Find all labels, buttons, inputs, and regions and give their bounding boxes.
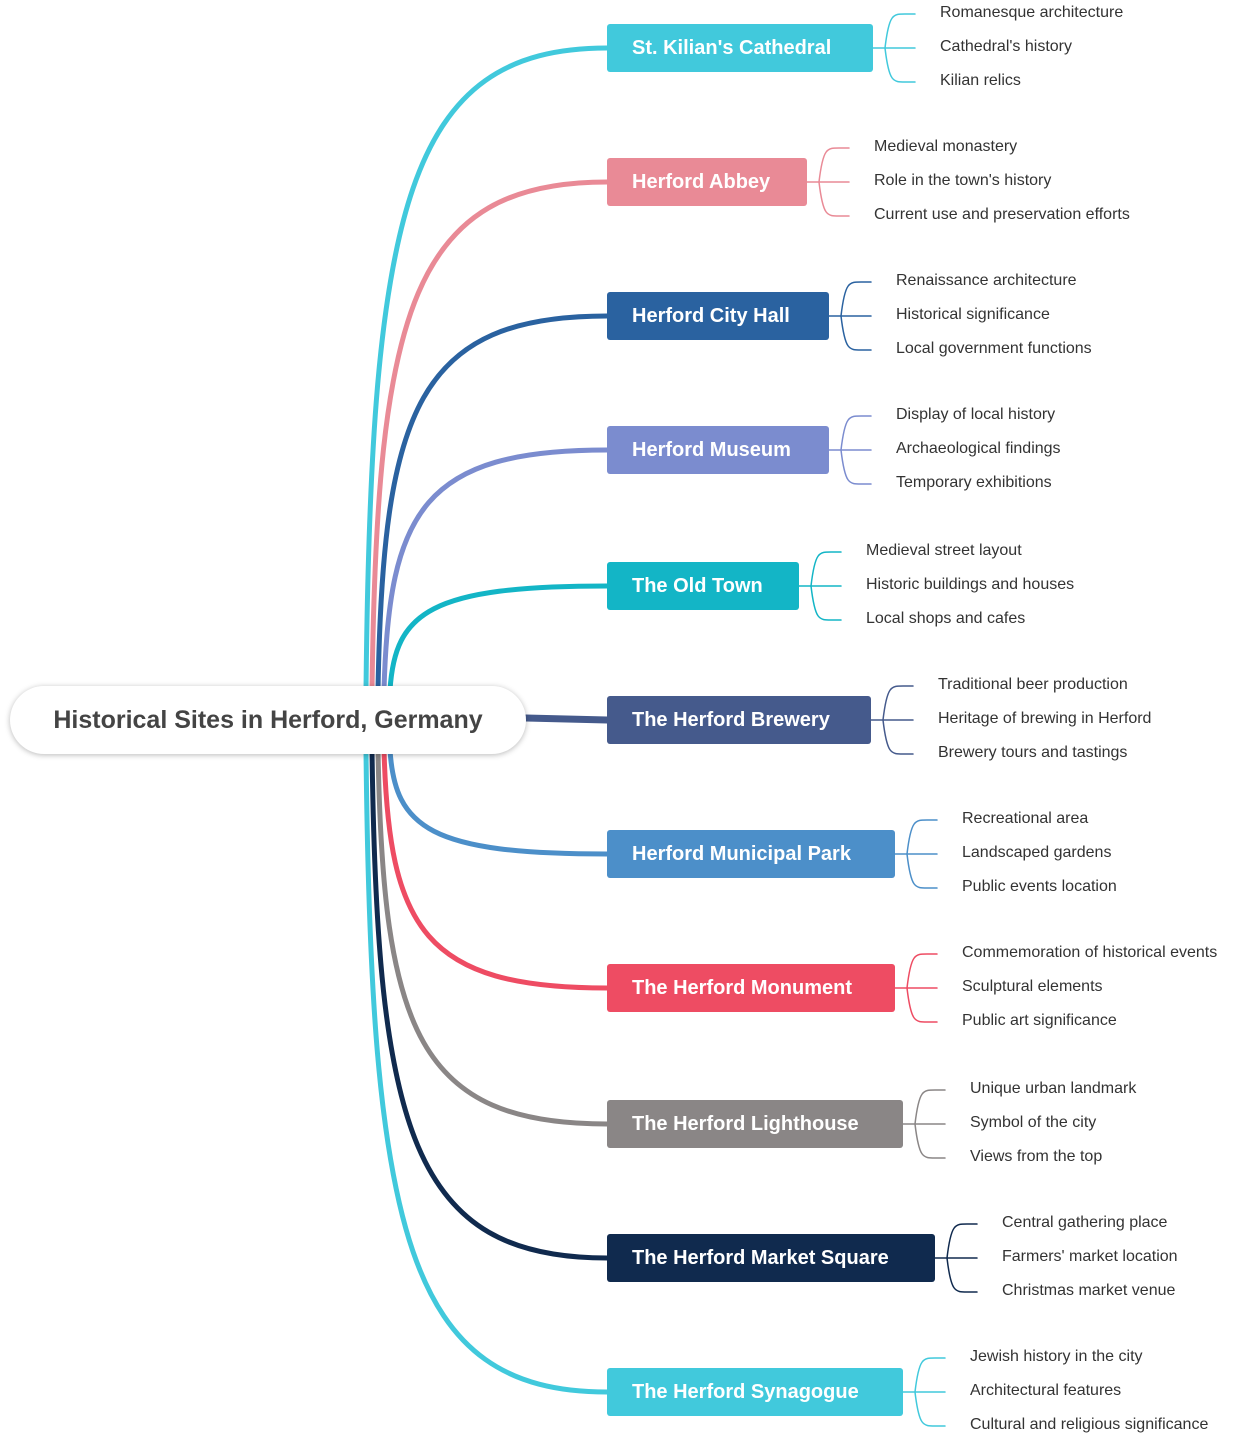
leaf-item[interactable]: Landscaped gardens [962,844,1112,861]
branch-connector [363,45,610,693]
branch-label: The Herford Lighthouse [632,1112,859,1135]
child-connector [818,181,850,217]
branch-label: Herford City Hall [632,304,790,327]
branch-label: St. Kilian's Cathedral [632,36,832,59]
child-connector [906,953,938,989]
leaf-item[interactable]: Christmas market venue [1002,1282,1176,1299]
branch-label: The Old Town [632,574,763,597]
child-connector [906,987,938,1023]
leaf-item[interactable]: Heritage of brewing in Herford [938,710,1152,727]
child-connector [884,47,916,83]
branch-node[interactable]: The Herford Brewery [607,696,871,744]
branch-node[interactable]: Herford Abbey [607,158,807,206]
branch-label: The Herford Brewery [632,708,830,731]
child-connector [810,585,842,621]
leaf-item[interactable]: Unique urban landmark [970,1080,1137,1097]
leaf-item[interactable]: Local shops and cafes [866,610,1026,627]
leaf-item[interactable]: Renaissance architecture [896,272,1077,289]
branch-connector [369,747,610,1261]
child-connector [906,819,938,855]
child-connector [882,685,914,721]
leaf-item[interactable]: Local government functions [896,340,1092,357]
child-connector [914,1089,946,1125]
child-connector [818,147,850,183]
branch-node[interactable]: The Herford Monument [607,964,895,1012]
leaf-item[interactable]: Medieval street layout [866,542,1022,559]
branch-connector [375,747,610,1127]
child-connector [906,853,938,889]
branch-connector [522,714,611,724]
leaf-item[interactable]: Architectural features [970,1382,1122,1399]
child-connector [840,281,872,317]
leaf-item[interactable]: Current use and preservation efforts [874,206,1130,223]
branch-node[interactable]: The Herford Lighthouse [607,1100,903,1148]
branch-label: The Herford Monument [632,976,852,999]
child-connector [914,1123,946,1159]
child-connector [914,1391,946,1427]
leaf-item[interactable]: Display of local history [896,406,1056,423]
branch-node[interactable]: The Old Town [607,562,799,610]
child-connector [946,1257,978,1293]
leaf-item[interactable]: Brewery tours and tastings [938,744,1128,761]
child-connector [840,449,872,485]
leaf-item[interactable]: Views from the top [970,1148,1103,1165]
branch-connector [369,179,610,693]
branch-connector [381,447,610,693]
branch-connector [381,747,610,991]
leaf-item[interactable]: Commemoration of historical events [962,944,1218,961]
branch-connector [387,747,610,857]
leaf-item[interactable]: Cultural and religious significance [970,1416,1209,1433]
branch-label: Herford Museum [632,438,791,461]
child-connector [840,415,872,451]
branch-node[interactable]: The Herford Market Square [607,1234,935,1282]
leaf-item[interactable]: Temporary exhibitions [896,474,1052,491]
branch-label: The Herford Synagogue [632,1380,859,1403]
branch-connector [363,747,610,1395]
child-connector [946,1223,978,1259]
child-connector [884,13,916,49]
branch-node[interactable]: The Herford Synagogue [607,1368,903,1416]
root-topic[interactable]: Historical Sites in Herford, Germany [10,686,526,754]
branch-connector [387,583,610,693]
leaf-item[interactable]: Traditional beer production [938,676,1128,693]
branch-connector [375,313,610,693]
child-connector [810,551,842,587]
leaf-item[interactable]: Jewish history in the city [970,1348,1143,1365]
leaf-item[interactable]: Romanesque architecture [940,4,1124,21]
leaf-item[interactable]: Public events location [962,878,1117,895]
leaf-item[interactable]: Archaeological findings [896,440,1061,457]
branch-label: Herford Municipal Park [632,842,851,865]
leaf-item[interactable]: Central gathering place [1002,1214,1168,1231]
child-connector [840,315,872,351]
leaf-item[interactable]: Sculptural elements [962,978,1103,995]
leaf-item[interactable]: Farmers' market location [1002,1248,1178,1265]
child-connector [882,719,914,755]
leaf-item[interactable]: Historic buildings and houses [866,576,1075,593]
leaf-item[interactable]: Symbol of the city [970,1114,1097,1131]
branch-node[interactable]: Herford City Hall [607,292,829,340]
leaf-item[interactable]: Role in the town's history [874,172,1052,189]
branch-node[interactable]: St. Kilian's Cathedral [607,24,873,72]
branch-label: The Herford Market Square [632,1246,889,1269]
branch-label: Herford Abbey [632,170,771,193]
leaf-item[interactable]: Cathedral's history [940,38,1072,55]
branch-node[interactable]: Herford Municipal Park [607,830,895,878]
leaf-item[interactable]: Medieval monastery [874,138,1018,155]
leaf-item[interactable]: Public art significance [962,1012,1117,1029]
branch-node[interactable]: Herford Museum [607,426,829,474]
child-connector [914,1357,946,1393]
leaf-item[interactable]: Kilian relics [940,72,1021,89]
root-topic-label: Historical Sites in Herford, Germany [53,705,483,734]
leaf-item[interactable]: Recreational area [962,810,1089,827]
leaf-item[interactable]: Historical significance [896,306,1050,323]
